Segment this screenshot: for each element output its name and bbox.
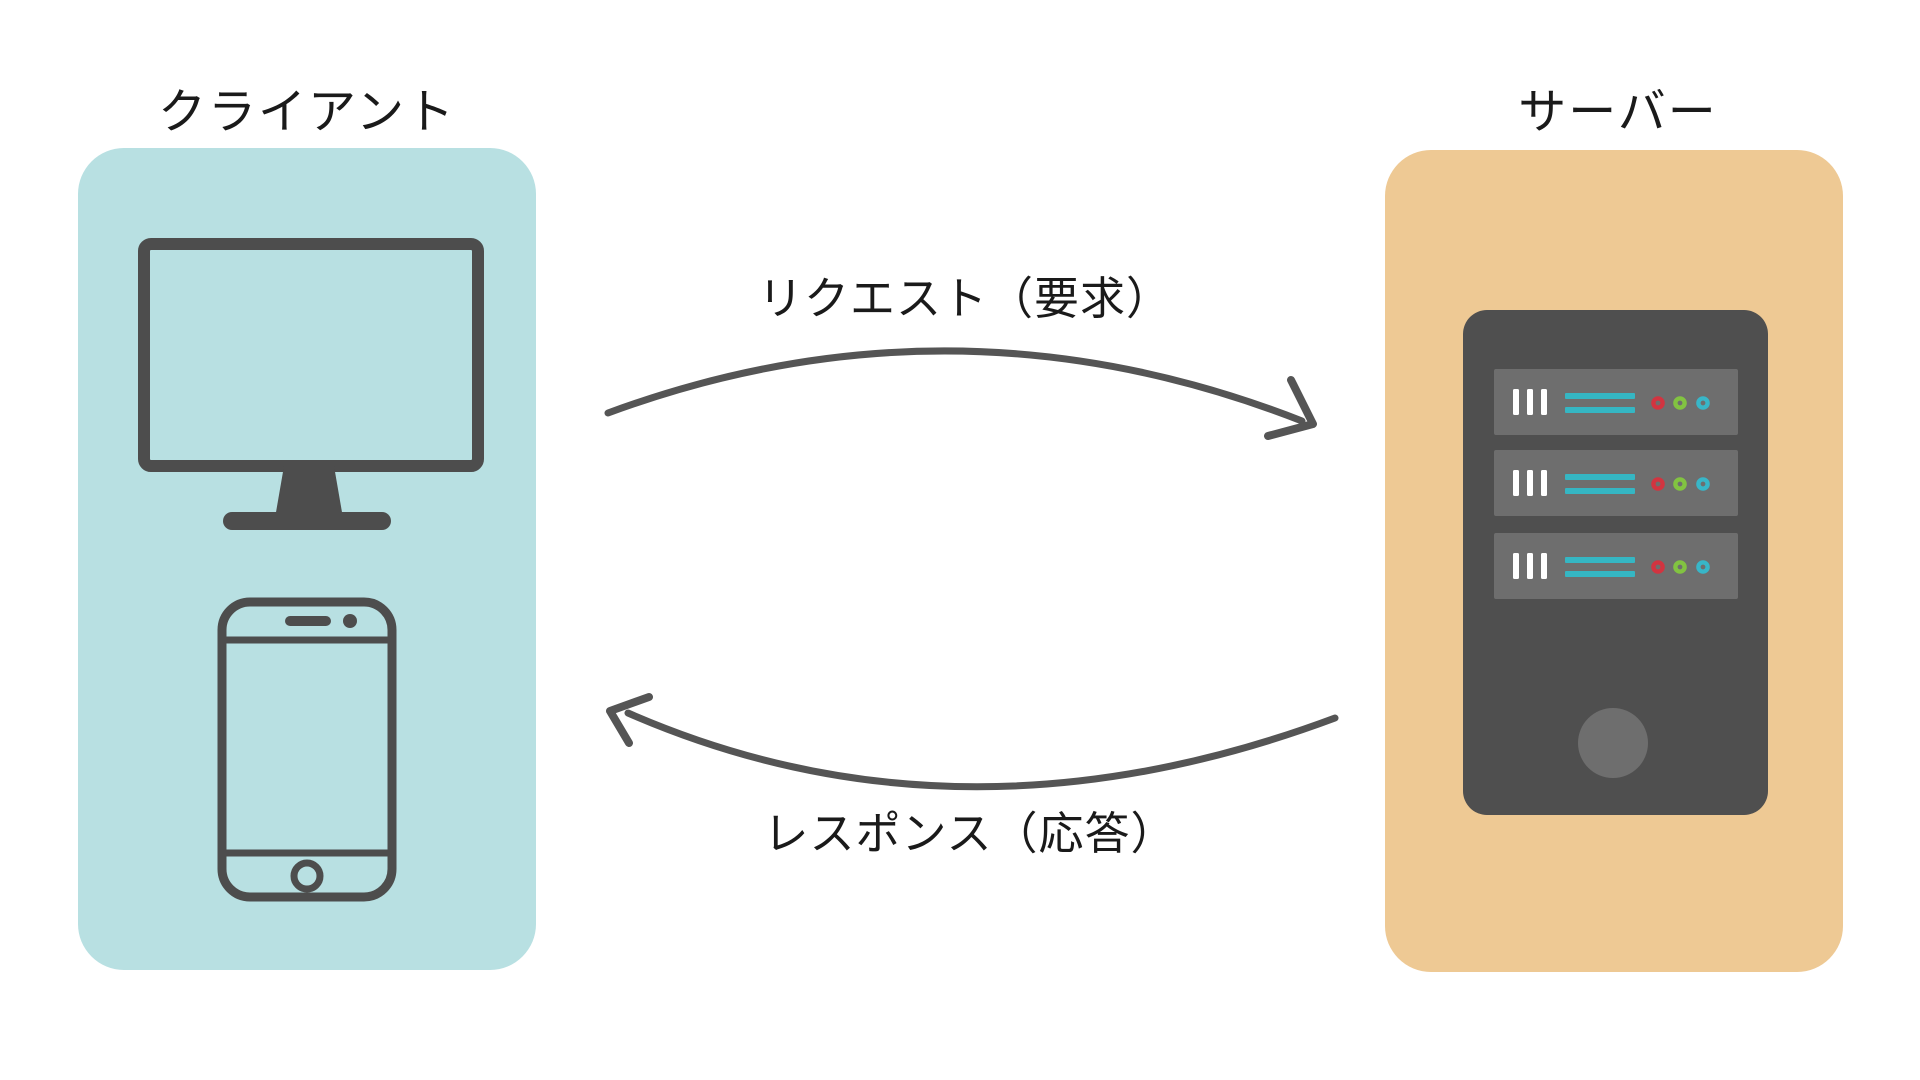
request-arrow-curve bbox=[604, 347, 1306, 425]
slot-vent-bar bbox=[1541, 389, 1547, 415]
led-red bbox=[1651, 396, 1665, 410]
led-red bbox=[1651, 477, 1665, 491]
slot-line bbox=[1565, 407, 1635, 413]
led-green bbox=[1673, 396, 1687, 410]
led-green bbox=[1673, 560, 1687, 574]
response-arrow bbox=[606, 693, 1339, 791]
server-title: サーバー bbox=[1518, 86, 1718, 139]
server-rack-slot bbox=[1494, 369, 1738, 435]
led-cyan bbox=[1696, 396, 1710, 410]
request-label: リクエスト（要求） bbox=[757, 273, 1173, 324]
slot-plate bbox=[1494, 369, 1738, 435]
response-label: レスポンス（応答） bbox=[763, 808, 1177, 859]
slot-line bbox=[1565, 488, 1635, 494]
response-arrow-curve bbox=[624, 709, 1339, 791]
response-arrowhead bbox=[606, 693, 653, 747]
phone-speaker bbox=[285, 616, 331, 626]
led-red bbox=[1651, 560, 1665, 574]
slot-vent-bar bbox=[1541, 470, 1547, 496]
led-cyan bbox=[1696, 560, 1710, 574]
slot-line bbox=[1565, 571, 1635, 577]
slot-vent-bar bbox=[1541, 553, 1547, 579]
slot-line bbox=[1565, 474, 1635, 480]
slot-line bbox=[1565, 393, 1635, 399]
server-power-button bbox=[1578, 708, 1648, 778]
slot-plate bbox=[1494, 533, 1738, 599]
phone-camera-dot bbox=[343, 614, 357, 628]
monitor-stand-base bbox=[223, 512, 391, 530]
request-arrow bbox=[604, 347, 1317, 440]
client-panel bbox=[78, 148, 536, 970]
slot-vent-bar bbox=[1527, 553, 1533, 579]
monitor-screen bbox=[138, 238, 484, 472]
smartphone-icon bbox=[217, 597, 397, 902]
client-title: クライアント bbox=[157, 86, 457, 139]
slot-plate bbox=[1494, 450, 1738, 516]
monitor-icon bbox=[138, 238, 484, 530]
phone-body bbox=[217, 597, 397, 902]
slot-vent-bar bbox=[1513, 553, 1519, 579]
led-cyan bbox=[1696, 477, 1710, 491]
server-rack-slot bbox=[1494, 450, 1738, 516]
slot-line bbox=[1565, 557, 1635, 563]
server-icon bbox=[1463, 310, 1768, 815]
slot-vent-bar bbox=[1527, 470, 1533, 496]
slot-vent-bar bbox=[1527, 389, 1533, 415]
phone-home-button bbox=[290, 859, 324, 893]
server-rack-slot bbox=[1494, 533, 1738, 599]
request-arrowhead bbox=[1264, 376, 1317, 440]
led-green bbox=[1673, 477, 1687, 491]
slot-vent-bar bbox=[1513, 470, 1519, 496]
monitor-stand-neck bbox=[275, 466, 343, 518]
slot-vent-bar bbox=[1513, 389, 1519, 415]
